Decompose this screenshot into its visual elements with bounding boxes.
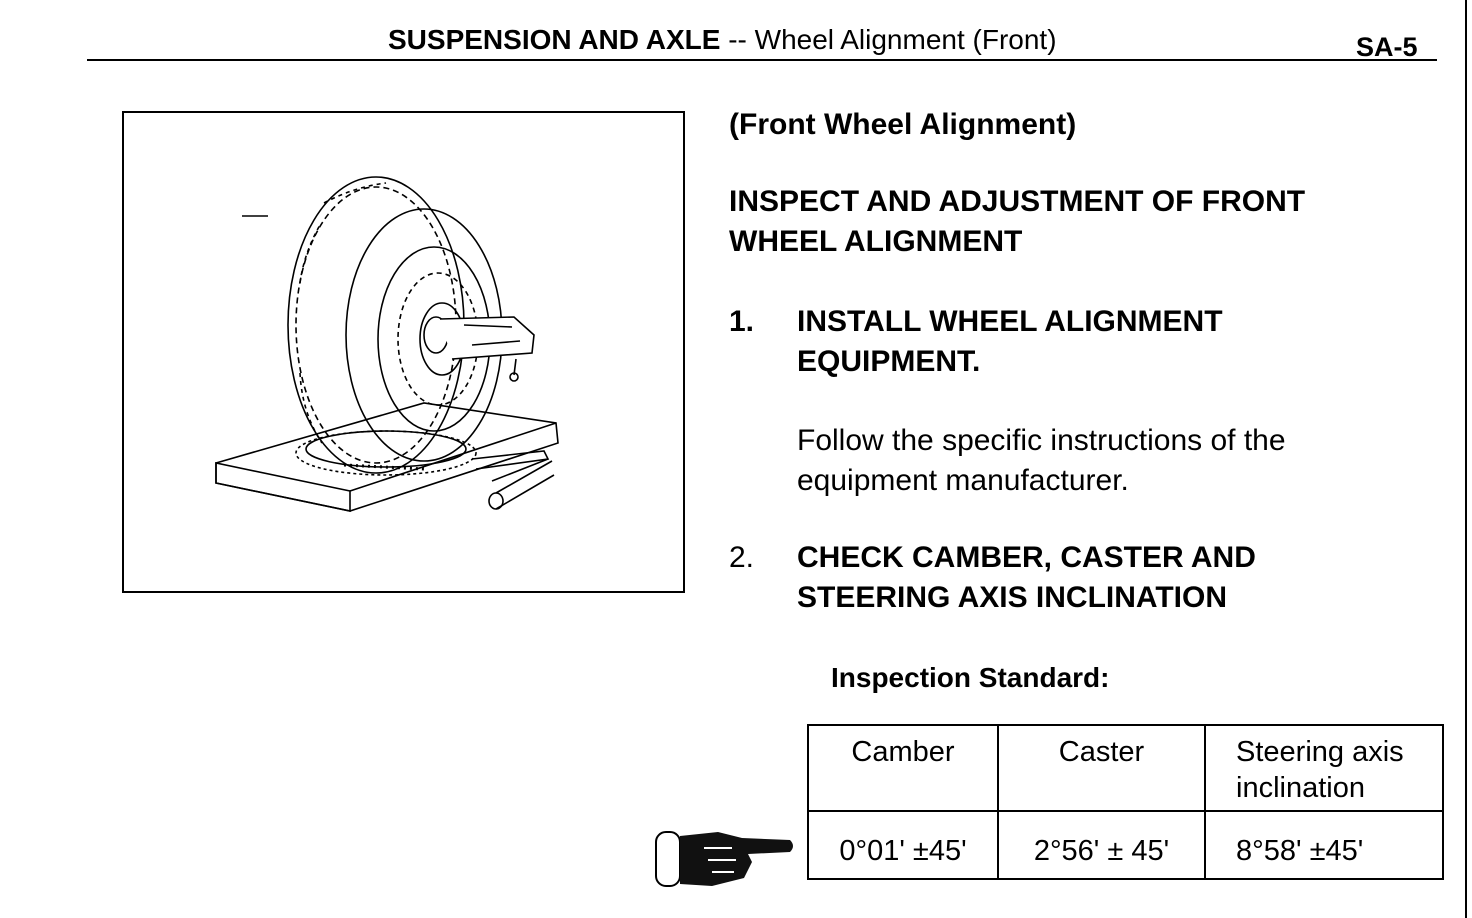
- inspection-standard-table: Camber Caster Steering axis inclination …: [807, 724, 1444, 880]
- header-cell-caster: Caster: [997, 724, 1206, 812]
- step-2-title-line2: STEERING AXIS INCLINATION: [797, 581, 1228, 614]
- header-steering-axis: Steering axis: [1236, 736, 1404, 768]
- header-cell-camber: Camber: [807, 724, 999, 812]
- main-heading-line2: WHEEL ALIGNMENT: [729, 225, 1023, 258]
- section-label: (Front Wheel Alignment): [729, 108, 1077, 141]
- value-cell-caster: 2°56' ± 45': [997, 810, 1206, 880]
- step-1-title-line2: EQUIPMENT.: [797, 345, 981, 378]
- value-cell-camber: 0°01' ±45': [807, 810, 999, 880]
- main-heading-line1: INSPECT AND ADJUSTMENT OF FRONT: [729, 185, 1306, 218]
- value-caster: 2°56' ± 45': [1033, 835, 1170, 867]
- figure-frame: [122, 111, 685, 593]
- value-camber: 0°01' ±45': [839, 835, 967, 867]
- step-1-title-line1: INSTALL WHEEL ALIGNMENT: [797, 305, 1223, 338]
- header-subsection: Wheel Alignment (Front): [754, 24, 1057, 55]
- page-number: SA-5: [1356, 32, 1418, 62]
- table-header-row: Camber Caster Steering axis inclination: [807, 724, 1444, 812]
- header-inclination: inclination: [1236, 772, 1365, 804]
- header-camber: Camber: [851, 736, 955, 768]
- header-rule: [87, 59, 1437, 61]
- wheel-on-turning-radius-gauge-illustration: [215, 176, 559, 512]
- step-2-number: 2.: [729, 541, 755, 574]
- page-header: SUSPENSION AND AXLE -- Wheel Alignment (…: [388, 24, 1057, 56]
- header-cell-steering-axis: Steering axis inclination: [1204, 724, 1444, 812]
- step-1-body-line1: Follow the specific instructions of the: [797, 424, 1286, 457]
- header-section: SUSPENSION AND AXLE: [388, 24, 721, 55]
- table-row: 0°01' ±45' 2°56' ± 45' 8°58' ±45': [807, 810, 1444, 880]
- header-separator: --: [720, 24, 755, 55]
- step-2-title-line1: CHECK CAMBER, CASTER AND: [797, 541, 1256, 574]
- page-edge-rule: [1465, 0, 1467, 918]
- pointing-hand-icon: [655, 831, 793, 887]
- header-caster: Caster: [1058, 736, 1145, 768]
- step-1-number: 1.: [729, 305, 755, 338]
- value-steering-axis: 8°58' ±45': [1236, 835, 1364, 867]
- value-cell-steering-axis: 8°58' ±45': [1204, 810, 1444, 880]
- inspection-standard-label: Inspection Standard:: [831, 662, 1110, 693]
- step-1-body-line2: equipment manufacturer.: [797, 464, 1129, 497]
